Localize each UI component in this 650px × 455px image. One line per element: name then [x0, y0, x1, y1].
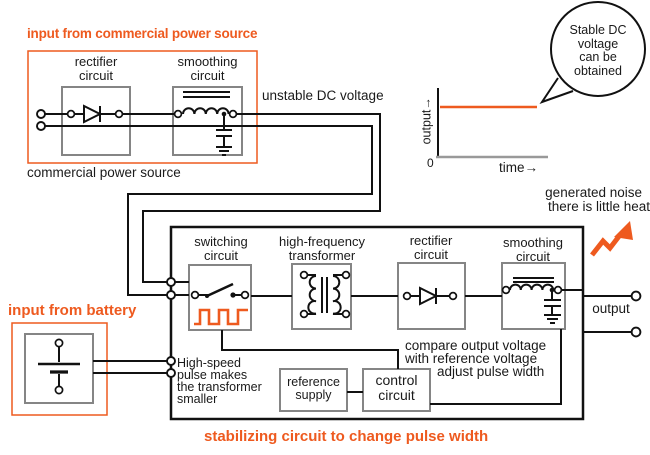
battery-input-frame [11, 322, 108, 416]
noise-arrow-icon [590, 221, 633, 257]
terminals [36, 109, 642, 378]
wires [41, 113, 631, 405]
battery-in-terminal-2 [166, 368, 176, 378]
output-label: output [592, 301, 630, 316]
component-boxes [24, 86, 566, 412]
battery-icon [38, 338, 80, 395]
rectifier-box-top [61, 86, 131, 156]
output-graph [436, 88, 548, 159]
rectifier-bottom-label: rectifier circuit [409, 233, 453, 262]
diode-icon-bottom [402, 286, 458, 306]
stabilizing-caption: stabilizing circuit to change pulse widt… [204, 428, 489, 445]
ac-input-terminal-2 [36, 121, 46, 131]
transformer-label: high-frequency transformer [279, 234, 365, 263]
wire-dc-upper [41, 113, 381, 283]
smoothing-top-label: smoothing circuit [177, 54, 238, 83]
stabilizing-circuit-frame [169, 225, 585, 421]
rectifier-top-label: rectifier circuit [74, 54, 118, 83]
switch-icon [190, 282, 250, 300]
wire-dc-lower [41, 125, 373, 296]
highspeed-note: High-speed pulse makes the transformer s… [177, 356, 262, 406]
inductor-capacitor-icon [173, 91, 238, 156]
battery-input-heading: input from battery [8, 302, 137, 319]
graph-origin-label: 0 [427, 156, 434, 170]
dc-in-terminal-1 [166, 277, 176, 287]
wire-feedback [430, 329, 562, 405]
reference-supply-box [279, 368, 348, 412]
battery-in-terminal-1 [166, 356, 176, 366]
dc-in-terminal-2 [166, 290, 176, 300]
compare-note-line2: with reference voltage [405, 351, 538, 366]
compare-note-line1: compare output voltage [405, 338, 547, 353]
switching-label: switching circuit [194, 234, 248, 263]
reference-supply-label: reference supply [287, 375, 340, 402]
unstable-dc-label: unstable DC voltage [262, 88, 384, 103]
wire-control-to-switch [221, 330, 399, 369]
pulse-wave-icon [194, 308, 248, 326]
commercial-input-heading: input from commercial power source [27, 26, 258, 41]
graph-x-axis-label: time→ [499, 160, 539, 175]
wire-output [583, 295, 631, 333]
control-circuit-box [362, 368, 431, 412]
output-terminal-2 [630, 326, 642, 338]
ac-input-terminal-1 [36, 109, 46, 119]
wire-battery [93, 360, 171, 374]
wire-stage-links [251, 289, 583, 297]
graph-y-axis-label: output→ [419, 97, 434, 145]
generated-noise-note: generated noise [545, 185, 642, 200]
speech-bubble-text: Stable DC voltage can be obtained [569, 23, 627, 78]
speech-bubble [539, 1, 646, 104]
commercial-input-frame [27, 50, 258, 164]
inductor-capacitor-icon-bottom [501, 277, 563, 324]
little-heat-note: there is little heat [547, 199, 650, 214]
output-terminal-1 [630, 290, 642, 302]
smoothing-bottom-label: smoothing circuit [503, 235, 563, 264]
speech-bubble-tail [539, 77, 574, 104]
transformer-icon [299, 270, 351, 319]
control-circuit-label: control circuit [375, 372, 418, 403]
compare-note-line3: adjust pulse width [437, 364, 545, 379]
diode-icon [66, 104, 124, 124]
smoothing-box-top [172, 86, 243, 156]
commercial-source-caption: commercial power source [27, 165, 181, 180]
